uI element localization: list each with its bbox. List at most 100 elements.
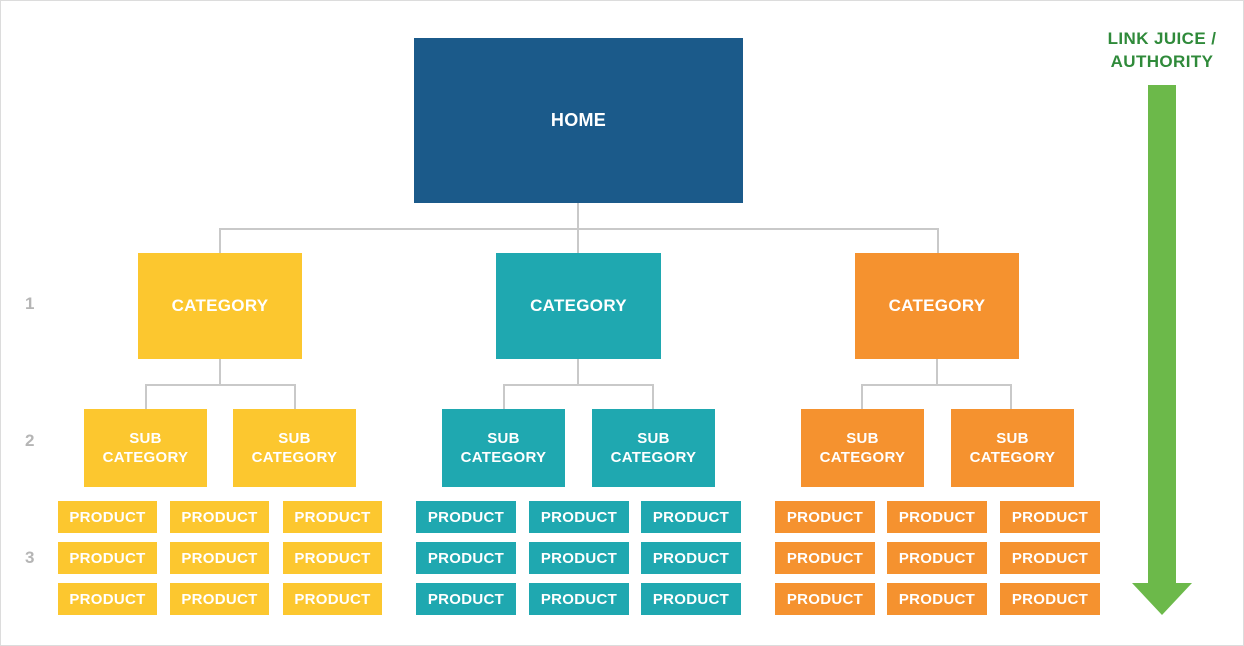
- subcategory-node: SUB CATEGORY: [84, 409, 207, 487]
- product-label: PRODUCT: [540, 549, 618, 567]
- product-label: PRODUCT: [294, 508, 371, 526]
- product-node: PRODUCT: [641, 542, 741, 574]
- product-label: PRODUCT: [898, 508, 976, 526]
- product-label: PRODUCT: [652, 590, 730, 608]
- product-label: PRODUCT: [540, 508, 618, 526]
- connector-category-bar: [219, 228, 939, 230]
- connector-category-1: [219, 228, 221, 253]
- connector-sub-bar-1: [145, 384, 296, 386]
- subcategory-line2: CATEGORY: [251, 449, 338, 466]
- subcategory-node: SUB CATEGORY: [951, 409, 1074, 487]
- product-label: PRODUCT: [427, 549, 505, 567]
- connector-sub-stem-2: [577, 359, 579, 385]
- product-node: PRODUCT: [887, 501, 987, 533]
- subcategory-line1: SUB: [129, 430, 162, 447]
- product-node: PRODUCT: [170, 583, 269, 615]
- home-node: HOME: [414, 38, 743, 203]
- product-label: PRODUCT: [1011, 508, 1089, 526]
- product-node: PRODUCT: [529, 501, 629, 533]
- product-label: PRODUCT: [1011, 590, 1089, 608]
- connector-sub-2a: [503, 384, 505, 409]
- product-label: PRODUCT: [898, 549, 976, 567]
- connector-home-stem: [577, 203, 579, 229]
- product-node: PRODUCT: [283, 583, 382, 615]
- category-label: CATEGORY: [171, 296, 269, 315]
- subcategory-node: SUB CATEGORY: [233, 409, 356, 487]
- product-node: PRODUCT: [529, 542, 629, 574]
- product-node: PRODUCT: [1000, 501, 1100, 533]
- level-3-label: 3: [25, 548, 35, 567]
- authority-line2: AUTHORITY: [1110, 52, 1214, 71]
- product-label: PRODUCT: [898, 590, 976, 608]
- connector-sub-bar-3: [861, 384, 1012, 386]
- product-label: PRODUCT: [181, 590, 258, 608]
- product-node: PRODUCT: [641, 501, 741, 533]
- product-label: PRODUCT: [652, 549, 730, 567]
- connector-sub-1a: [145, 384, 147, 409]
- subcategory-line1: SUB: [487, 430, 520, 447]
- connector-sub-3b: [1010, 384, 1012, 409]
- subcategory-line1: SUB: [996, 430, 1029, 447]
- product-node: PRODUCT: [58, 542, 157, 574]
- product-label: PRODUCT: [1011, 549, 1089, 567]
- subcategory-line2: CATEGORY: [819, 449, 906, 466]
- product-node: PRODUCT: [887, 542, 987, 574]
- product-label: PRODUCT: [427, 508, 505, 526]
- connector-category-3: [937, 228, 939, 253]
- level-2-label: 2: [25, 431, 35, 450]
- category-label: CATEGORY: [888, 296, 986, 315]
- connector-category-2: [577, 228, 579, 253]
- connector-sub-2b: [652, 384, 654, 409]
- product-node: PRODUCT: [1000, 583, 1100, 615]
- product-label: PRODUCT: [540, 590, 618, 608]
- product-node: PRODUCT: [641, 583, 741, 615]
- authority-line1: LINK JUICE /: [1107, 29, 1217, 48]
- product-node: PRODUCT: [416, 583, 516, 615]
- subcategory-line1: SUB: [278, 430, 311, 447]
- product-node: PRODUCT: [1000, 542, 1100, 574]
- product-label: PRODUCT: [786, 590, 864, 608]
- product-label: PRODUCT: [786, 508, 864, 526]
- product-node: PRODUCT: [416, 542, 516, 574]
- product-node: PRODUCT: [58, 583, 157, 615]
- connector-sub-bar-2: [503, 384, 654, 386]
- product-label: PRODUCT: [69, 549, 146, 567]
- product-node: PRODUCT: [283, 542, 382, 574]
- home-label: HOME: [550, 110, 607, 130]
- category-label: CATEGORY: [530, 296, 627, 315]
- product-node: PRODUCT: [170, 542, 269, 574]
- subcategory-line2: CATEGORY: [102, 449, 189, 466]
- product-label: PRODUCT: [69, 590, 146, 608]
- connector-sub-stem-3: [936, 359, 938, 385]
- level-1-label: 1: [25, 294, 35, 313]
- subcategory-line2: CATEGORY: [460, 449, 547, 466]
- product-label: PRODUCT: [181, 549, 258, 567]
- category-node-1: CATEGORY: [138, 253, 302, 359]
- product-node: PRODUCT: [58, 501, 157, 533]
- product-node: PRODUCT: [775, 583, 875, 615]
- product-label: PRODUCT: [427, 590, 505, 608]
- subcategory-node: SUB CATEGORY: [801, 409, 924, 487]
- product-node: PRODUCT: [283, 501, 382, 533]
- authority-title: LINK JUICE / AUTHORITY: [1081, 27, 1243, 73]
- product-label: PRODUCT: [69, 508, 146, 526]
- product-node: PRODUCT: [170, 501, 269, 533]
- connector-sub-stem-1: [219, 359, 221, 385]
- product-label: PRODUCT: [294, 590, 371, 608]
- product-node: PRODUCT: [529, 583, 629, 615]
- category-node-2: CATEGORY: [496, 253, 661, 359]
- product-label: PRODUCT: [294, 549, 371, 567]
- product-node: PRODUCT: [887, 583, 987, 615]
- subcategory-line1: SUB: [637, 430, 670, 447]
- product-label: PRODUCT: [786, 549, 864, 567]
- product-node: PRODUCT: [775, 501, 875, 533]
- product-node: PRODUCT: [775, 542, 875, 574]
- category-node-3: CATEGORY: [855, 253, 1019, 359]
- product-node: PRODUCT: [416, 501, 516, 533]
- down-arrow-icon: [1132, 85, 1192, 615]
- subcategory-line2: CATEGORY: [969, 449, 1056, 466]
- subcategory-line1: SUB: [846, 430, 879, 447]
- subcategory-node: SUB CATEGORY: [442, 409, 565, 487]
